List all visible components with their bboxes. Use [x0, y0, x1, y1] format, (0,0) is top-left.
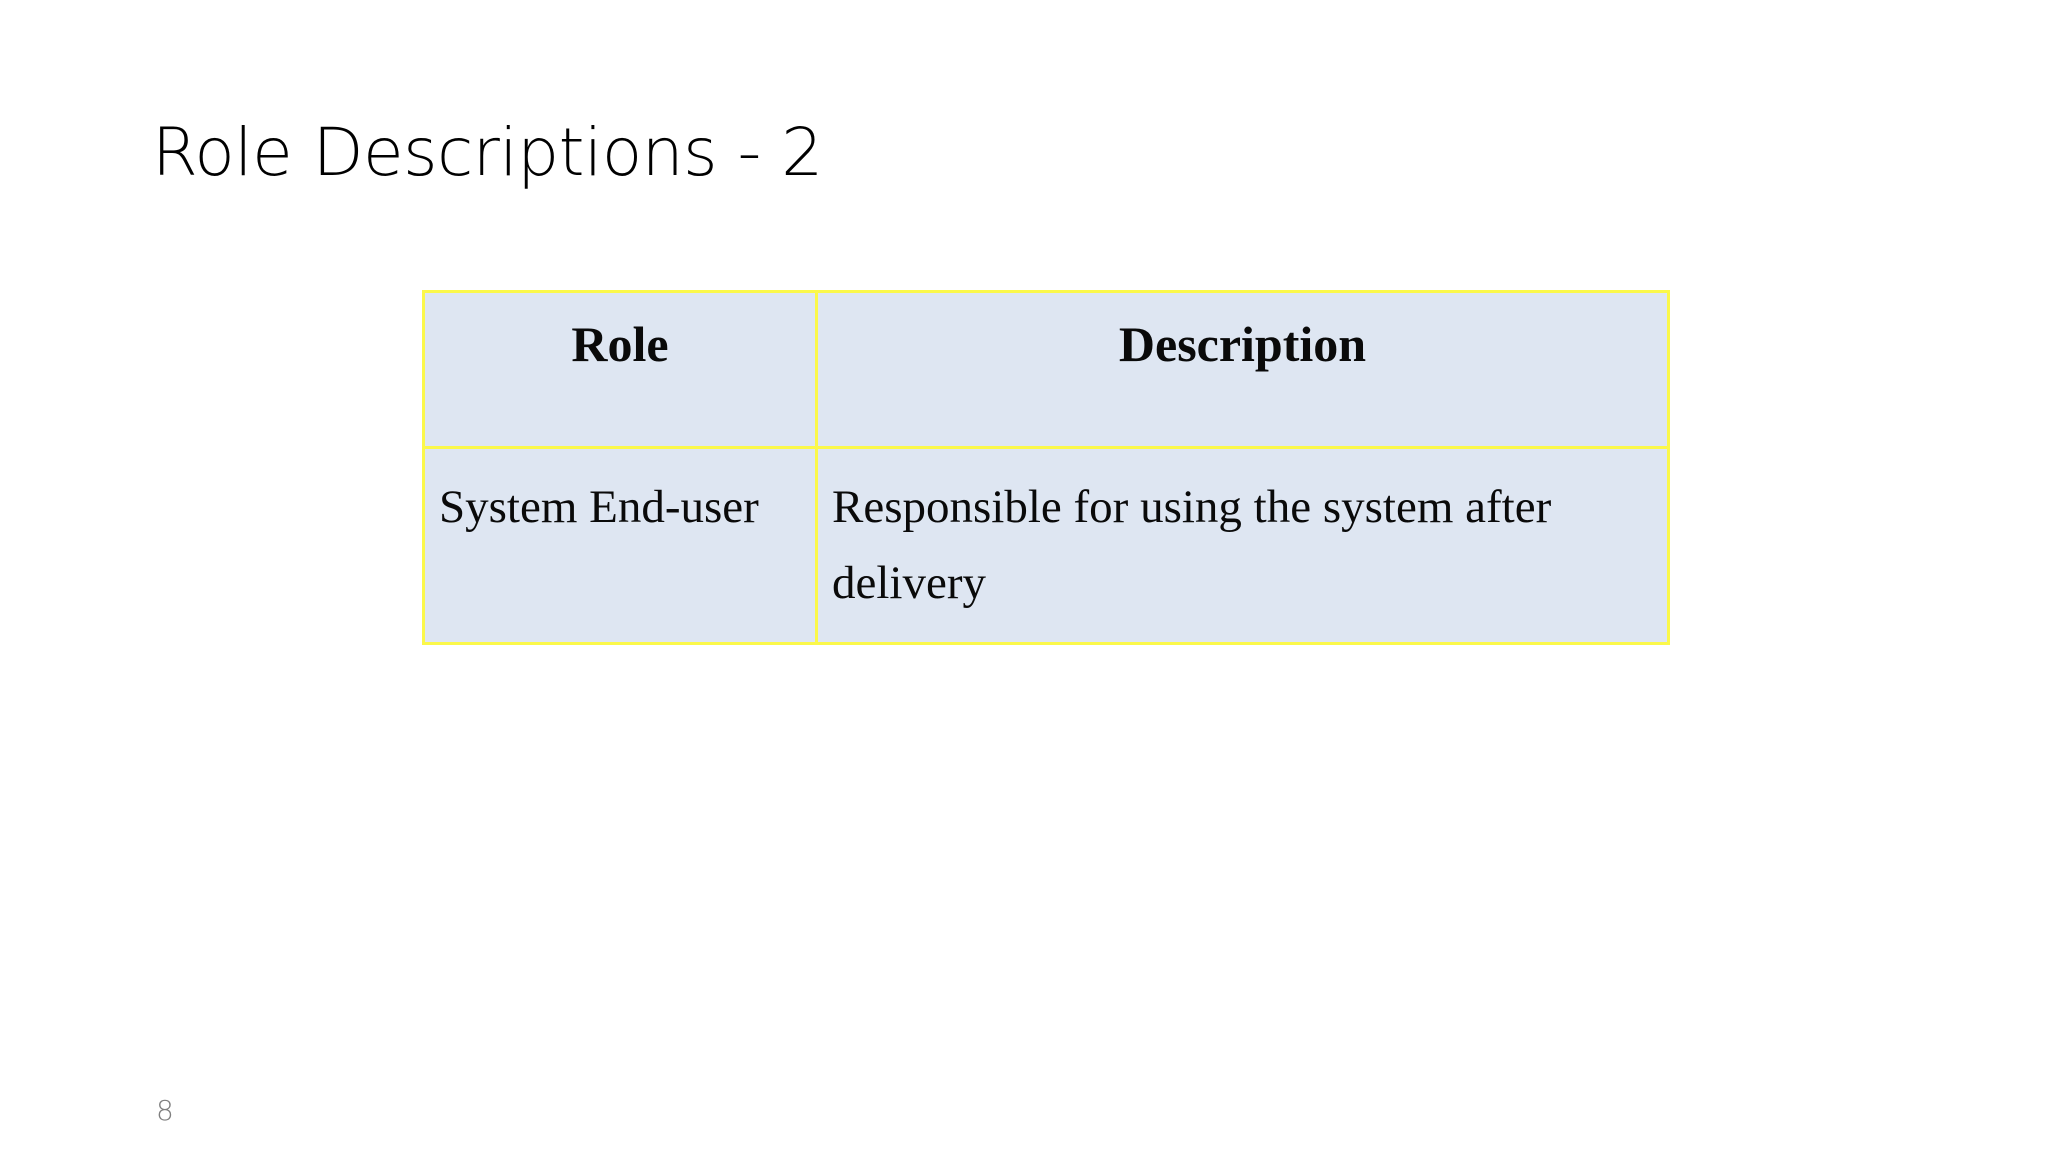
table-header-row: Role Description — [422, 290, 1670, 449]
role-descriptions-table: Role Description System End-user Respons… — [422, 290, 1670, 645]
page-title: Role Descriptions - 2 — [152, 114, 823, 191]
column-header-description: Description — [815, 290, 1670, 449]
cell-role: System End-user — [422, 446, 818, 645]
cell-description-text: Responsible for using the system after d… — [832, 481, 1552, 609]
page-number: 8 — [156, 1094, 174, 1127]
cell-role-text: System End-user — [439, 481, 759, 533]
column-header-role: Role — [422, 290, 818, 449]
cell-description: Responsible for using the system after d… — [815, 446, 1670, 645]
table-row: System End-user Responsible for using th… — [422, 446, 1670, 645]
